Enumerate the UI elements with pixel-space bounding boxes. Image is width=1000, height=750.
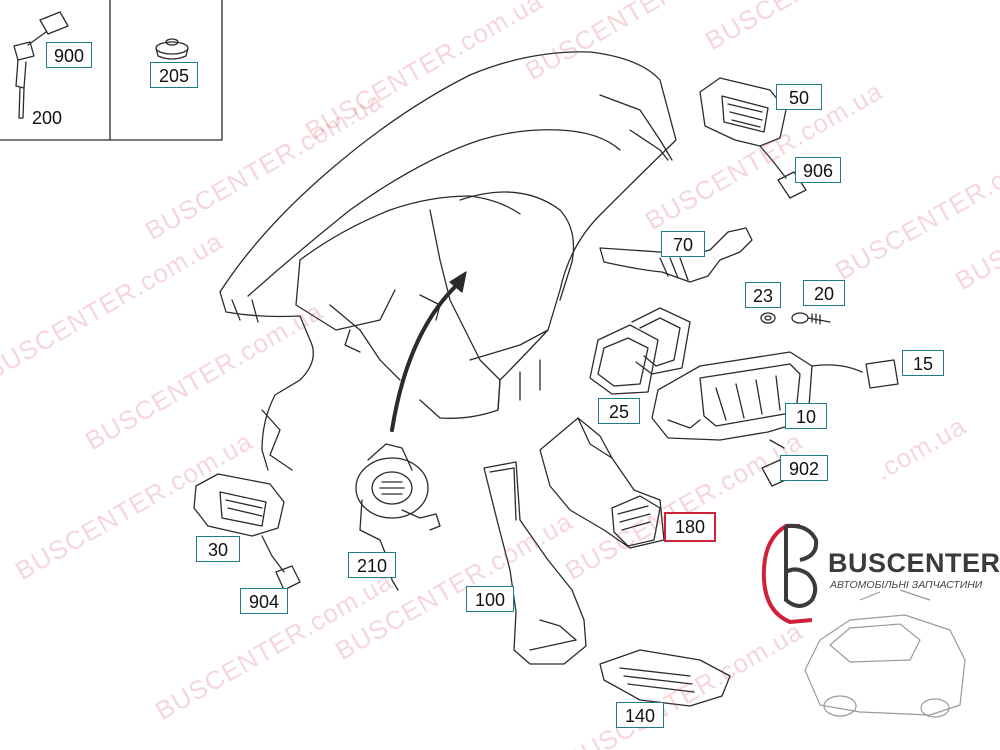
callout-205: 205 [150, 62, 198, 88]
vent-50-drawing [699, 77, 807, 199]
logo-tagline: АВТОМОБІЛЬНІ ЗАПЧАСТИНИ [830, 579, 983, 591]
duct-180-drawing [539, 417, 665, 549]
callout-10: 10 [785, 403, 827, 429]
callout-20: 20 [803, 280, 845, 306]
vent-30-drawing [193, 473, 301, 591]
vent-25-drawing [589, 307, 691, 395]
callout-210: 210 [348, 552, 396, 578]
buscenter-logo [761, 523, 819, 625]
vent-10-drawing [651, 351, 899, 487]
callout-200: 200 [32, 108, 63, 128]
van-silhouette [804, 589, 966, 718]
grommet-205-drawing [155, 38, 189, 60]
duct-140-drawing [599, 649, 731, 707]
dashboard-drawing [219, 51, 677, 471]
callout-906: 906 [795, 157, 841, 183]
sensor-200-drawing [13, 11, 69, 119]
logo-name: BUSCENTER [828, 548, 1000, 578]
callout-180: 180 [664, 512, 716, 542]
callout-70: 70 [661, 231, 705, 257]
duct-70-drawing [599, 227, 753, 283]
duct-100-drawing [483, 461, 587, 665]
screw-drawing [760, 312, 831, 325]
callout-50: 50 [776, 84, 822, 110]
inset-frame [0, 0, 223, 141]
blower-210-drawing [355, 443, 441, 591]
callout-902: 902 [780, 455, 828, 481]
callout-30: 30 [196, 536, 240, 562]
callout-25: 25 [598, 398, 640, 424]
callout-904: 904 [240, 588, 288, 614]
assembly-arrow [390, 280, 462, 432]
callout-900: 900 [46, 42, 92, 68]
callout-140: 140 [616, 702, 664, 728]
callout-23: 23 [745, 282, 781, 308]
callout-100: 100 [466, 586, 514, 612]
callout-15: 15 [902, 350, 944, 376]
